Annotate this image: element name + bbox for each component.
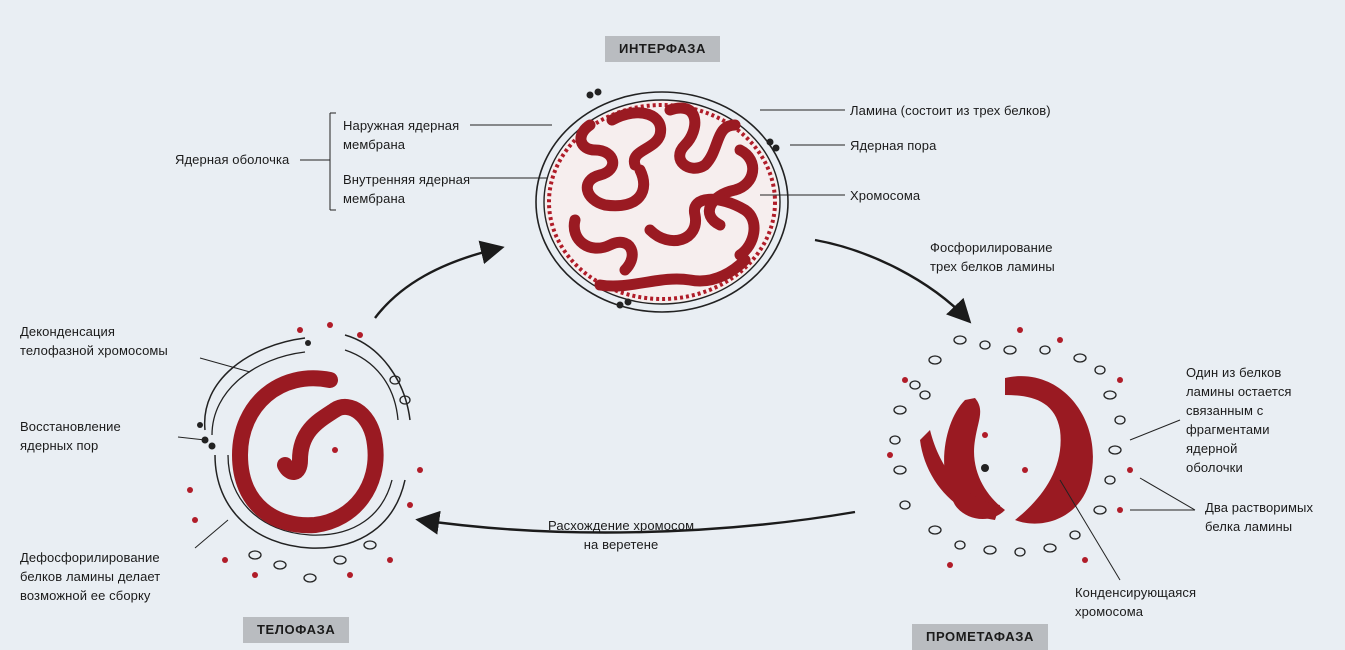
decondensing-chromosome	[240, 378, 376, 525]
telophase-pores	[197, 340, 311, 450]
arrow-telophase-to-interphase	[375, 248, 500, 318]
label-two-soluble-lamins: Два растворимых белка ламины	[1205, 498, 1313, 536]
label-phosphorylation: Фосфорилирование трех белков ламины	[930, 238, 1055, 276]
condensing-chromosomes	[920, 376, 1093, 524]
phase-label-telophase: ТЕЛОФАЗА	[243, 617, 349, 643]
label-condensing-chromosome: Конденсирующаяся хромосома	[1075, 583, 1196, 621]
interphase-nucleus	[536, 89, 788, 313]
label-lamina: Ламина (состоит из трех белков)	[850, 101, 1051, 120]
prometaphase-cell	[887, 327, 1133, 568]
label-nuclear-pore: Ядерная пора	[850, 136, 936, 155]
label-nuclear-envelope: Ядерная оболочка	[175, 150, 289, 169]
label-chromosome: Хромосома	[850, 186, 920, 205]
label-one-lamin-protein: Один из белков ламины остается связанным…	[1186, 363, 1292, 477]
label-chromosome-separation: Расхождение хромосом на веретене	[548, 516, 694, 554]
label-outer-membrane: Наружная ядерная мембрана	[343, 116, 459, 154]
label-dephosphorylation: Дефосфорилирование белков ламины делает …	[20, 548, 160, 605]
label-inner-membrane: Внутренняя ядерная мембрана	[343, 170, 470, 208]
phase-label-prometaphase: ПРОМЕТАФАЗА	[912, 624, 1048, 650]
telophase-nucleus	[187, 322, 423, 582]
label-pore-restoration: Восстановление ядерных пор	[20, 417, 121, 455]
label-decondensation: Деконденсация телофазной хромосомы	[20, 322, 168, 360]
phase-label-interphase: ИНТЕРФАЗА	[605, 36, 720, 62]
